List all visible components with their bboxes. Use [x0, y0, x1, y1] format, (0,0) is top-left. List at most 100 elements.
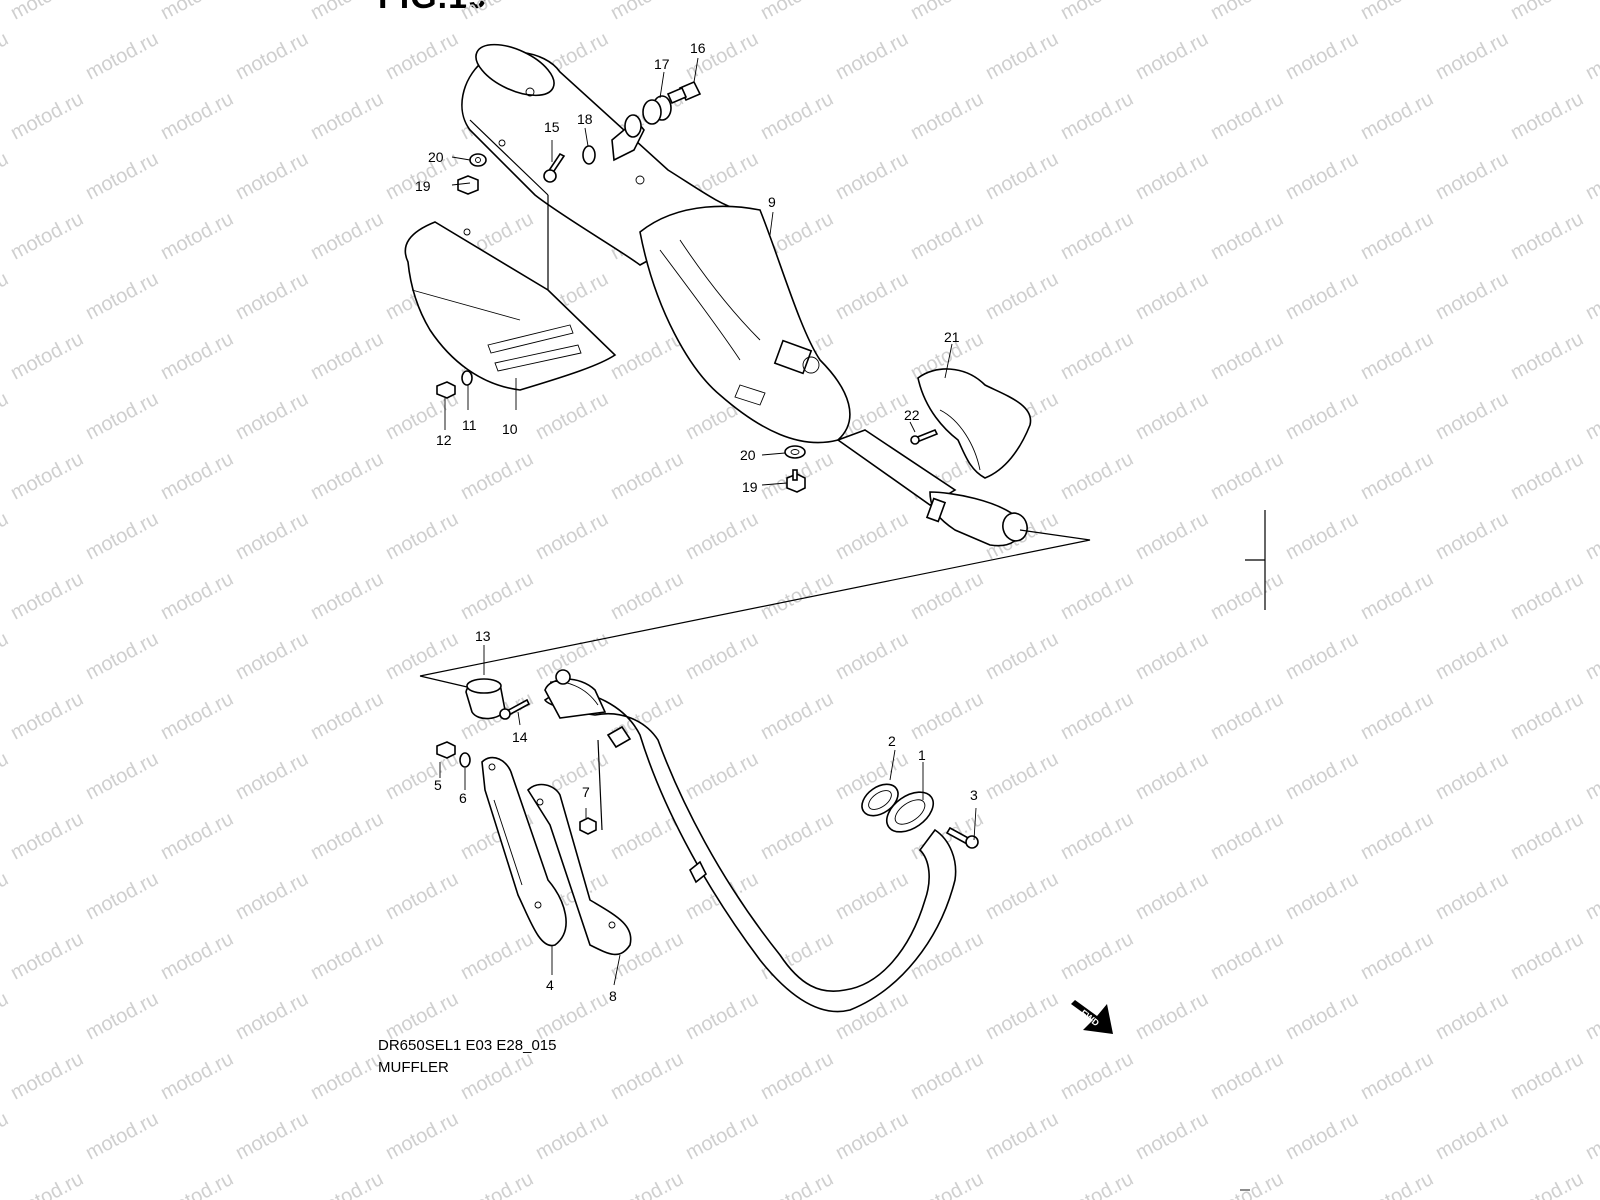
watermark-text: motod.ru [757, 808, 837, 864]
brackets-4-8 [436, 739, 632, 956]
watermark-text: motod.ru [1507, 328, 1587, 384]
watermark-text: motod.ru [832, 628, 912, 684]
watermark-text: motod.ru [757, 88, 837, 144]
watermark-text: motod.ru [1582, 868, 1600, 924]
muffler-body [461, 43, 1028, 547]
watermark-text: motod.ru [832, 1108, 912, 1164]
watermark-text: motod.ru [982, 268, 1062, 324]
watermark-text: motod.ru [1507, 1048, 1587, 1104]
watermark-text: motod.ru [682, 28, 762, 84]
watermark-text: motod.ru [1357, 928, 1437, 984]
watermark-text: motod.ru [832, 148, 912, 204]
watermark-text: motod.ru [832, 28, 912, 84]
watermark-text: motod.ru [232, 748, 312, 804]
watermark-text: motod.ru [457, 1168, 537, 1200]
watermark-text: motod.ru [1357, 448, 1437, 504]
watermark-text: motod.ru [1357, 1048, 1437, 1104]
watermark-text: motod.ru [307, 208, 387, 264]
watermark-text: motod.ru [1282, 1108, 1362, 1164]
watermark-text: motod.ru [1507, 448, 1587, 504]
watermark-text: motod.ru [307, 448, 387, 504]
watermark-text: motod.ru [1207, 208, 1287, 264]
watermark-text: motod.ru [1432, 268, 1512, 324]
watermark-text: motod.ru [1432, 508, 1512, 564]
watermark-text: motod.ru [757, 688, 837, 744]
watermark-text: motod.ru [1207, 808, 1287, 864]
watermark-text: motod.ru [0, 148, 12, 204]
watermark-text: motod.ru [1432, 148, 1512, 204]
watermark-text: motod.ru [0, 508, 12, 564]
watermark-text: motod.ru [1207, 1168, 1287, 1200]
watermark-text: motod.ru [457, 1048, 537, 1104]
watermark-text: motod.ru [1582, 28, 1600, 84]
watermark-text: motod.ru [532, 988, 612, 1044]
watermark-text: motod.ru [1282, 508, 1362, 564]
watermark-text: motod.ru [157, 688, 237, 744]
watermark-text: motod.ru [1432, 628, 1512, 684]
watermark-text: motod.ru [7, 1168, 87, 1200]
watermark-text: motod.ru [82, 148, 162, 204]
callout-12: 12 [436, 432, 452, 448]
watermark-text: motod.ru [907, 1048, 987, 1104]
watermark-text: motod.ru [1132, 628, 1212, 684]
watermark-text: motod.ru [157, 568, 237, 624]
callout-labels: 1 2 3 4 5 6 7 8 9 10 11 12 13 14 15 16 1… [415, 40, 978, 1004]
watermark-text: motod.ru [907, 88, 987, 144]
model-code: DR650SEL1 E03 E28_015 [378, 1037, 557, 1054]
watermark-text: motod.ru [1132, 748, 1212, 804]
watermark-text: motod.ru [1282, 988, 1362, 1044]
watermark-text: motod.ru [1132, 508, 1212, 564]
callout-6: 6 [459, 790, 467, 806]
callout-20-upper: 20 [428, 149, 444, 165]
watermark-text: motod.ru [1582, 628, 1600, 684]
callout-7: 7 [582, 784, 590, 800]
watermark-text: motod.ru [157, 0, 237, 24]
watermark-text: motod.ru [1582, 388, 1600, 444]
watermark-text: motod.ru [1057, 688, 1137, 744]
watermark-text: motod.ru [682, 988, 762, 1044]
watermark-text: motod.ru [0, 388, 12, 444]
watermark-text: motod.ru [1057, 1168, 1137, 1200]
watermark-text: motod.ru [1057, 328, 1137, 384]
watermark-text: motod.ru [232, 988, 312, 1044]
watermark-text: motod.ru [307, 328, 387, 384]
watermark-text: motod.ru [1207, 88, 1287, 144]
watermark-text: motod.ru [307, 1048, 387, 1104]
watermark-text: motod.ru [1207, 1048, 1287, 1104]
watermark-text: motod.ru [232, 508, 312, 564]
watermark-text: motod.ru [1207, 688, 1287, 744]
callout-15: 15 [544, 119, 560, 135]
watermark-text: motod.ru [1582, 988, 1600, 1044]
figure-title: FIG.19 [378, 0, 488, 17]
callout-13: 13 [475, 628, 491, 644]
leader-lines [439, 57, 977, 986]
watermark-text: motod.ru [382, 988, 462, 1044]
callout-4: 4 [546, 977, 554, 993]
watermark-text: motod.ru [157, 448, 237, 504]
callout-8: 8 [609, 988, 617, 1004]
heat-shield-10 [404, 221, 617, 391]
watermark-text: motod.ru [1357, 208, 1437, 264]
watermark-text: motod.ru [1282, 148, 1362, 204]
watermark-text: motod.ru [1207, 0, 1287, 24]
watermark-text: motod.ru [307, 1168, 387, 1200]
watermark-text: motod.ru [1057, 1048, 1137, 1104]
watermark-text: motod.ru [607, 568, 687, 624]
watermark-text: motod.ru [0, 868, 12, 924]
watermark-text: motod.ru [0, 268, 12, 324]
watermark-text: motod.ru [7, 568, 87, 624]
watermark-text: motod.ru [1132, 28, 1212, 84]
callout-14: 14 [512, 729, 528, 745]
callout-21: 21 [944, 329, 960, 345]
watermark-text: motod.ru [307, 568, 387, 624]
watermark-text: motod.ru [1357, 568, 1437, 624]
watermark-text: motod.ru [982, 868, 1062, 924]
watermark-text: motod.ru [307, 928, 387, 984]
upper-hardware [436, 80, 939, 493]
watermark-text: motod.ru [532, 508, 612, 564]
watermark-text: motod.ru [1357, 88, 1437, 144]
watermark-text: motod.ru [82, 988, 162, 1044]
watermark-text: motod.ru [1357, 688, 1437, 744]
watermark-text: motod.ru [1507, 88, 1587, 144]
